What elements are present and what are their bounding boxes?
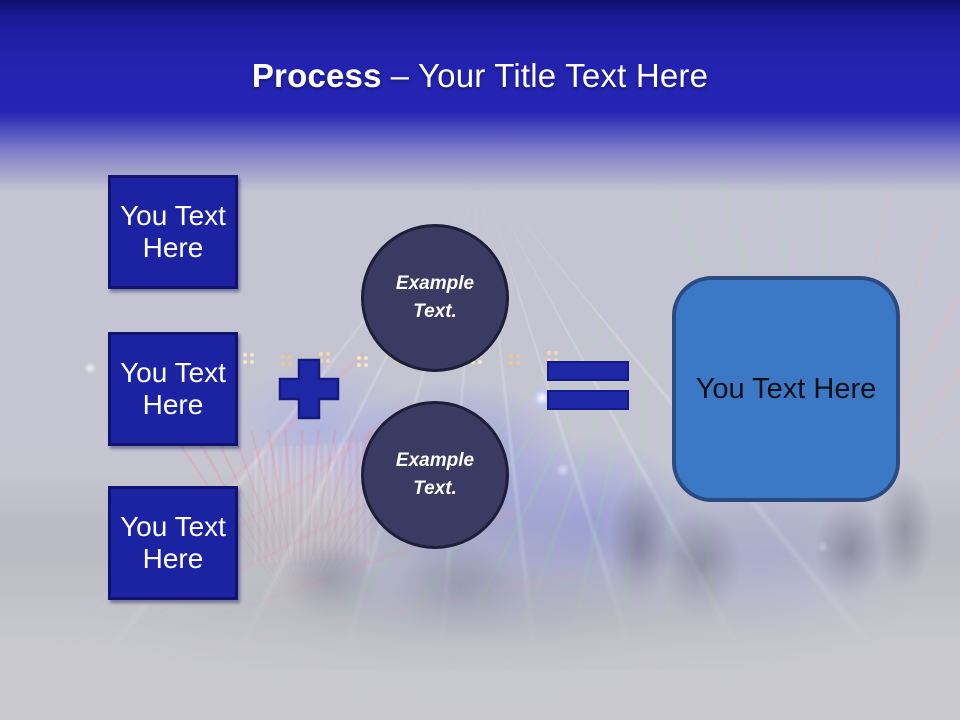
header-gradient-band (0, 0, 960, 200)
plus-icon (277, 357, 341, 421)
example-circle-1: Example Text. (361, 224, 509, 372)
input-box-2-label: You Text Here (120, 356, 226, 420)
input-box-3: You Text Here (108, 486, 238, 600)
result-box: You Text Here (672, 276, 900, 502)
example-circle-1-label: Example Text. (395, 272, 475, 323)
equals-icon (546, 361, 630, 413)
input-box-3-label: You Text Here (120, 510, 226, 574)
equals-bar-bottom (547, 390, 629, 410)
example-circle-2-label: Example Text. (395, 449, 475, 500)
stage-lights-dots (243, 353, 247, 357)
example-circle-2: Example Text. (361, 401, 509, 549)
result-box-label: You Text Here (695, 372, 877, 405)
slide-title: Process– Your Title Text Here (0, 57, 960, 95)
slide-title-rest: – Your Title Text Here (390, 57, 709, 94)
slide-title-emphasis: Process (251, 57, 382, 94)
input-box-1: You Text Here (108, 175, 238, 289)
input-box-2: You Text Here (108, 332, 238, 446)
equals-bar-top (547, 361, 629, 381)
input-box-1-label: You Text Here (120, 199, 226, 263)
